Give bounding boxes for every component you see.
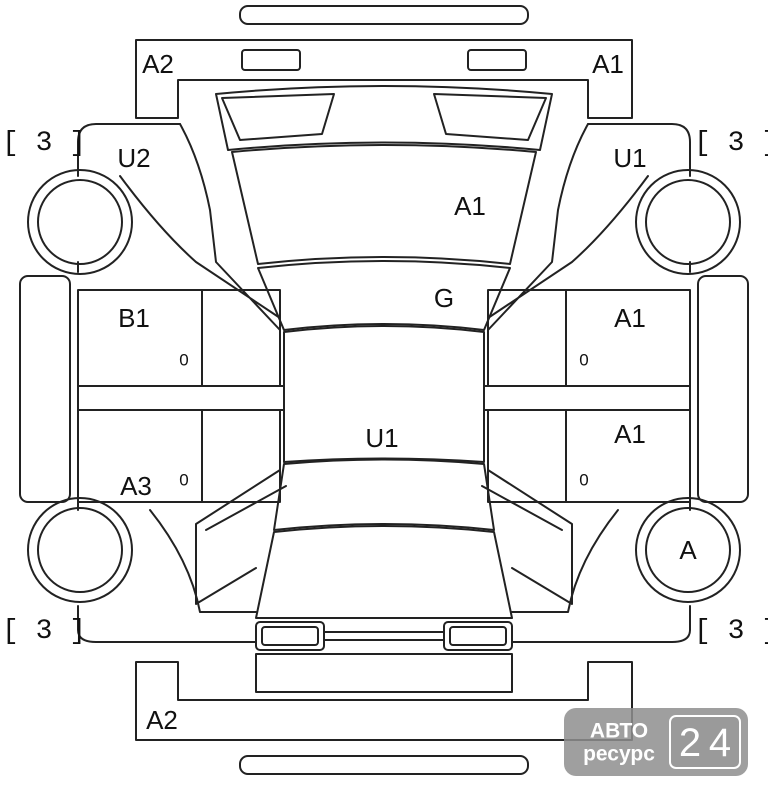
front-wheel-left [27, 497, 133, 603]
rear-bumper-strip [239, 5, 529, 25]
label-roof: U1 [365, 423, 398, 453]
headlight-left-inner [261, 626, 319, 646]
bracket-front-right: [ 3 ] [694, 616, 768, 647]
front-fender-right [511, 509, 619, 613]
rear-glass-inner-right [433, 93, 547, 141]
hood-panel [255, 525, 513, 619]
label-trunk: G [434, 283, 454, 313]
rear-door-left [77, 289, 281, 387]
rear-wheel-left [27, 169, 133, 275]
watermark-digit1: 2 [679, 721, 701, 765]
label-front-wheel-right: A [679, 535, 697, 565]
front-door-left [77, 409, 281, 503]
label-rear-door-right: A1 [614, 303, 646, 333]
front-door-right-mark: 0 [579, 471, 588, 490]
side-bar-right [697, 275, 749, 503]
watermark-logo: АВТО ресурс 2 4 [564, 708, 748, 776]
trunk-lid [257, 260, 511, 331]
rear-door-right [487, 289, 691, 387]
rear-bumper-frame [135, 39, 633, 119]
watermark-line2: ресурс [583, 743, 655, 766]
label-front-door-right: A1 [614, 419, 646, 449]
rear-window [231, 144, 537, 265]
front-pillar-right [481, 469, 573, 605]
rear-glass-inner-left [221, 93, 335, 141]
front-bumper-frame [135, 661, 633, 741]
sill-left [77, 385, 285, 411]
front-door-left-mark: 0 [179, 471, 188, 490]
rear-light-left [241, 49, 301, 71]
watermark-digit2: 4 [709, 721, 731, 765]
bracket-rear-left: [ 3 ] [2, 128, 86, 159]
label-rear-quarter-right: U1 [613, 143, 646, 173]
bracket-front-left: [ 3 ] [2, 616, 86, 647]
rear-quarter-left [119, 123, 281, 331]
watermark-line1: АВТО [590, 720, 648, 743]
front-wheel-right [635, 497, 741, 603]
sill-right [483, 385, 691, 411]
front-panel [255, 653, 513, 693]
headlight-right-inner [449, 626, 507, 646]
label-rear-quarter-left: U2 [117, 143, 150, 173]
bracket-rear-right: [ 3 ] [694, 128, 768, 159]
grille-bar [323, 631, 445, 641]
front-bumper-strip [239, 755, 529, 775]
rear-quarter-right [487, 123, 649, 331]
rear-light-right [467, 49, 527, 71]
label-rear-bumper-right: A1 [592, 49, 624, 79]
roof-panel [283, 325, 485, 463]
label-rear-door-left: B1 [118, 303, 150, 333]
rear-door-right-mark: 0 [579, 351, 588, 370]
label-rear-bumper-left: A2 [142, 49, 174, 79]
front-fender-left [149, 509, 257, 613]
label-front-bumper: A2 [146, 705, 178, 735]
rear-wheel-right [635, 169, 741, 275]
windshield [273, 458, 495, 531]
rear-door-left-mark: 0 [179, 351, 188, 370]
body-outline [77, 123, 691, 643]
front-door-right [487, 409, 691, 503]
front-pillar-left [195, 469, 287, 605]
rear-glass-outline [215, 85, 553, 151]
label-rear-glass: A1 [454, 191, 486, 221]
label-front-door-left: A3 [120, 471, 152, 501]
side-bar-left [19, 275, 71, 503]
